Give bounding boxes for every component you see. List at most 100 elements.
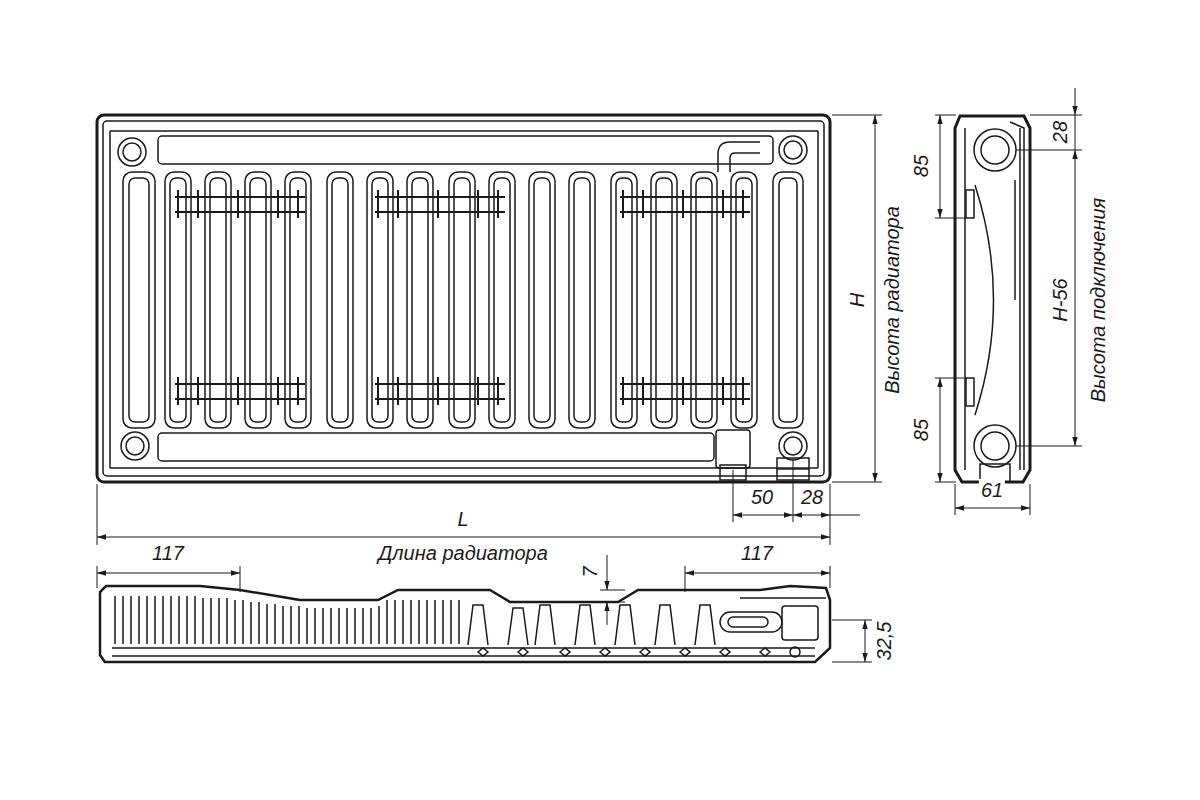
side-view-rect [966,190,974,218]
dimension-label: H-56 [1049,276,1071,323]
corner-plug-circle [784,141,802,159]
dimension-label: 7 [579,564,601,579]
front-view-line [110,467,818,469]
dimension-label: 32,5 [873,620,895,663]
front-view-rect [158,136,773,164]
flute-rect [691,172,717,428]
dimension-lines-line [1075,88,1076,115]
dimension-lines-line [1016,150,1082,151]
dimension-lines-line [1075,115,1076,150]
corner-plug-circle [784,437,802,455]
mounting-bracket-line [175,211,305,213]
mounting-bracket-line [375,211,505,213]
flute-rect [696,178,712,422]
plan-view [100,586,830,662]
front-view-line [817,131,819,468]
corner-plug-circle [779,432,807,460]
plan-view-line [112,647,815,649]
dimension-lines [97,555,872,662]
dimension-label: Высота радиатора [881,204,903,396]
dimension-lines-line [940,115,941,218]
corner-plug-circle [123,143,141,161]
flute-rect [779,178,797,422]
dimension-lines-line [97,573,240,574]
plan-view-path [100,586,830,662]
dimension-label: 85 [910,153,932,179]
side-view-line [1014,180,1016,300]
dimension-lines [935,88,1082,515]
side-view [955,116,1030,482]
front-view-rect [103,121,824,476]
flute-rect [569,172,595,428]
corner-plug-circle [126,437,144,455]
dimension-lines-line [733,515,793,516]
dimension-label: H [846,291,868,309]
mounting-bracket-line [175,398,305,400]
mounting-bracket-line [375,196,505,198]
corner-plug-circle [118,138,146,166]
dimension-lines-line [955,484,956,515]
flute-rect [489,172,515,428]
flute-rect [250,178,266,422]
dimension-lines [97,115,882,545]
mounting-bracket-line [375,383,505,385]
mounting-bracket-line [620,211,750,213]
dimension-lines-line [832,620,872,621]
flute-rect [129,178,149,422]
front-view-rect [158,433,714,461]
flute-rect [205,172,231,428]
flute-rect [773,172,803,428]
mounting-bracket-path [178,190,743,218]
side-view-line [1019,128,1021,470]
flute-rect [574,178,590,422]
dimension-lines-line [97,566,98,588]
side-view-path [975,185,994,415]
mounting-bracket-line [175,383,305,385]
dimension-label: Высота подключения [1087,196,1109,405]
side-view-line [964,128,966,470]
dimension-lines-line [607,602,608,625]
mounting-bracket-path [178,377,743,405]
front-view-rect [97,115,830,482]
flute-rect [534,178,550,422]
dimension-lines-line [97,484,98,545]
mounting-bracket-line [620,398,750,400]
dimension-lines-line [793,515,830,516]
side-view-circle [981,136,1009,164]
dimension-lines-line [600,590,625,591]
dimension-lines-line [1030,115,1082,116]
dimension-label: L [455,508,470,530]
flute-rect [245,172,271,428]
front-view-line [110,130,818,132]
flute-rect [372,178,388,422]
side-view-rect [966,378,974,406]
flute-rect [449,172,475,428]
dimension-label: 50 [749,486,775,508]
dimension-lines-line [685,566,686,592]
valve-insert-path [718,142,760,172]
plan-view-rect [728,617,768,627]
flute-rect [210,178,226,422]
mounting-bracket-line [620,383,750,385]
side-view-circle [981,432,1009,460]
dimension-lines-line [940,378,941,482]
corner-plug-circle [121,432,149,460]
dimension-lines-line [875,115,876,482]
front-view [97,115,830,482]
dimension-lines-line [935,482,956,483]
dimension-lines-line [1030,484,1031,515]
flute-rect [529,172,555,428]
dimension-lines-line [733,470,734,522]
side-view-path [955,116,1030,482]
dimension-label: 28 [799,486,825,508]
dimension-lines-line [97,537,830,538]
corner-plug [118,136,807,460]
mounting-bracket-line [375,398,505,400]
side-view-circle [974,425,1016,467]
valve-insert [716,142,809,480]
plan-view-path [468,605,715,645]
valve-insert-rect [716,430,750,468]
dimension-label: Длина радиатора [376,542,550,564]
